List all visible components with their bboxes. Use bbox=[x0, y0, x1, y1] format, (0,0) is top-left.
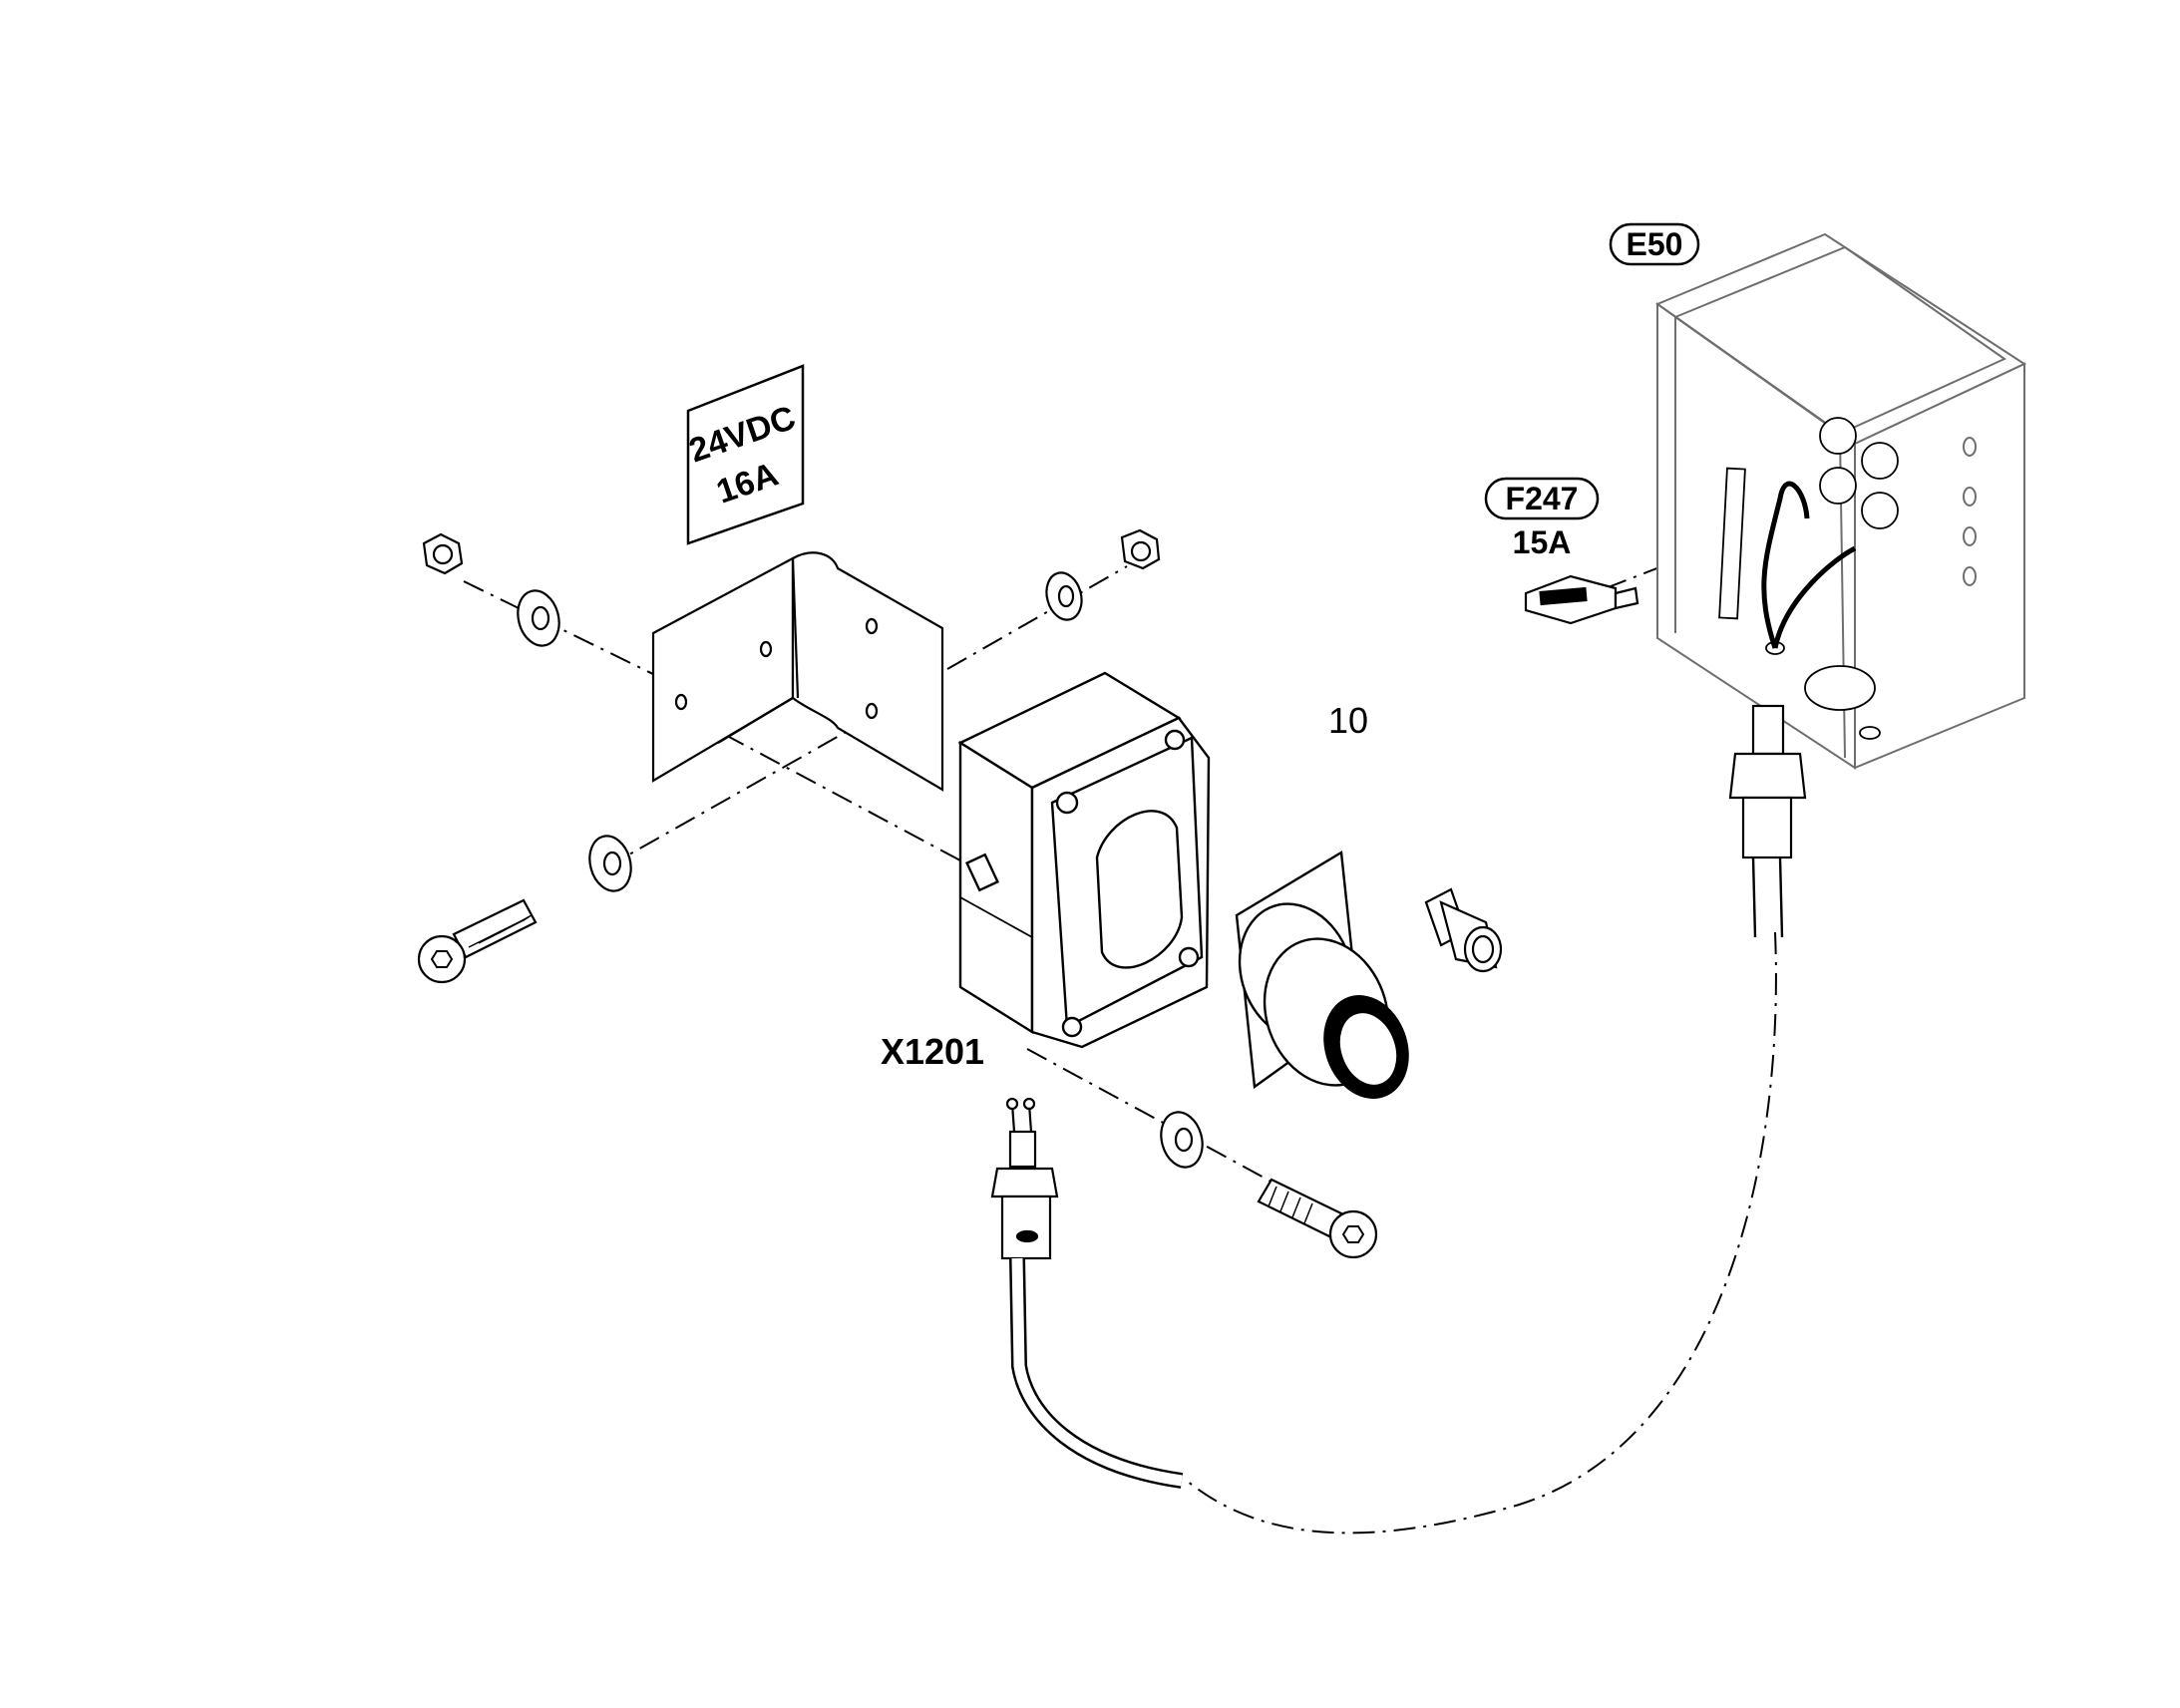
voltage-label-plate: 24VDC 16A bbox=[684, 364, 805, 545]
box-ref-tag: E50 bbox=[1609, 222, 1700, 266]
fuse-ref-label: F247 bbox=[1506, 481, 1579, 516]
panel-socket bbox=[1235, 851, 1409, 1099]
washer-upper-left bbox=[517, 589, 560, 647]
terminal-blocks bbox=[1718, 417, 1899, 620]
part-number-label: 10 bbox=[1328, 700, 1368, 741]
socket-housing bbox=[957, 671, 1211, 1049]
plug-adapter bbox=[1424, 887, 1503, 973]
cable-gland-right bbox=[1728, 704, 1807, 938]
angle-bracket bbox=[651, 551, 944, 792]
box-ref-label: E50 bbox=[1627, 226, 1683, 262]
blade-fuse bbox=[1524, 574, 1639, 625]
socket-screw-right bbox=[1257, 1178, 1378, 1259]
cable-gland-left bbox=[990, 1097, 1184, 1489]
hex-nut-right bbox=[1120, 528, 1161, 570]
guide-line-bracket-hole-lower bbox=[612, 716, 874, 864]
washer-lower-right bbox=[1160, 1111, 1204, 1169]
hex-nut-left bbox=[422, 532, 464, 575]
fuse-rating-label: 15A bbox=[1513, 524, 1572, 560]
socket-screw-left bbox=[417, 898, 538, 984]
connector-ref-label: X1201 bbox=[881, 1031, 984, 1072]
guide-line-nut-right bbox=[946, 565, 1128, 670]
fuse-ref-tag: F247 15A bbox=[1484, 477, 1600, 560]
washer-upper-right bbox=[1045, 571, 1083, 621]
washer-lower-left bbox=[588, 835, 632, 892]
junction-box bbox=[1654, 232, 2027, 770]
guide-line-nut-left bbox=[463, 580, 664, 680]
